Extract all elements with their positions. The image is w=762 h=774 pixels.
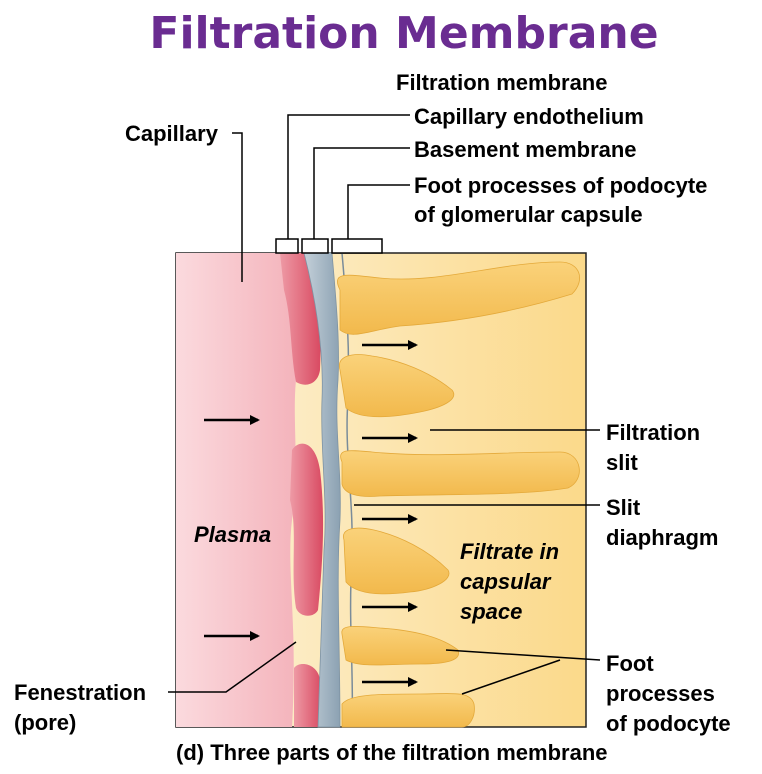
filtrate-label-line3: space — [460, 599, 522, 624]
foot-process — [337, 261, 581, 335]
foot-processes-label-line2: of glomerular capsule — [414, 202, 643, 227]
foot-processes-label-line1: Foot processes of podocyte — [414, 173, 707, 198]
leader-line-basement — [313, 147, 410, 239]
leader-line-foot-lower — [461, 659, 561, 695]
fenestration-label-line1: Fenestration — [14, 680, 146, 705]
leader-line-capillary — [232, 132, 243, 282]
leader-line-endothelium — [287, 114, 410, 239]
foot-process — [343, 527, 450, 595]
fenestration-label-line2: (pore) — [14, 710, 76, 735]
page-title: Filtration Membrane — [149, 8, 658, 59]
endothelium-cell-top — [280, 253, 321, 385]
foot-processes-side-label-line3: of podocyte — [606, 711, 731, 736]
endothelium-cell-middle — [290, 443, 324, 616]
foot-process — [341, 693, 475, 728]
figure-caption: (d) Three parts of the filtration membra… — [176, 740, 608, 765]
foot-processes-side-label-line2: processes — [606, 681, 715, 706]
leader-line-fenestration — [168, 641, 297, 693]
capillary-endothelium-label: Capillary endothelium — [414, 104, 644, 129]
foot-process — [339, 354, 455, 418]
capillary-label: Capillary — [125, 121, 219, 146]
leader-line-foot-processes — [347, 184, 410, 239]
foot-process — [341, 625, 460, 666]
endothelium-cell-bottom — [294, 664, 322, 727]
basement-membrane-layer — [303, 252, 341, 728]
filtration-slit-label-line2: slit — [606, 450, 638, 475]
endothelium-bracket — [275, 238, 299, 254]
foot-process-bracket — [331, 238, 383, 254]
capillary-lumen — [176, 253, 297, 727]
foot-processes-side-label-line1: Foot — [606, 651, 654, 676]
basement-membrane-label: Basement membrane — [414, 137, 637, 162]
filtrate-label-line2: capsular — [460, 569, 552, 594]
foot-process — [340, 450, 580, 497]
filtration-membrane-header: Filtration membrane — [396, 70, 607, 95]
leader-line-foot-upper — [445, 649, 601, 661]
filtration-slit-label-line1: Filtration — [606, 420, 700, 445]
slit-diaphragm-label-line2: diaphragm — [606, 525, 718, 550]
basement-bracket — [301, 238, 329, 254]
plasma-label: Plasma — [194, 522, 271, 547]
filtrate-label-line1: Filtrate in — [460, 539, 559, 564]
slit-diaphragm-label-line1: Slit — [606, 495, 641, 520]
